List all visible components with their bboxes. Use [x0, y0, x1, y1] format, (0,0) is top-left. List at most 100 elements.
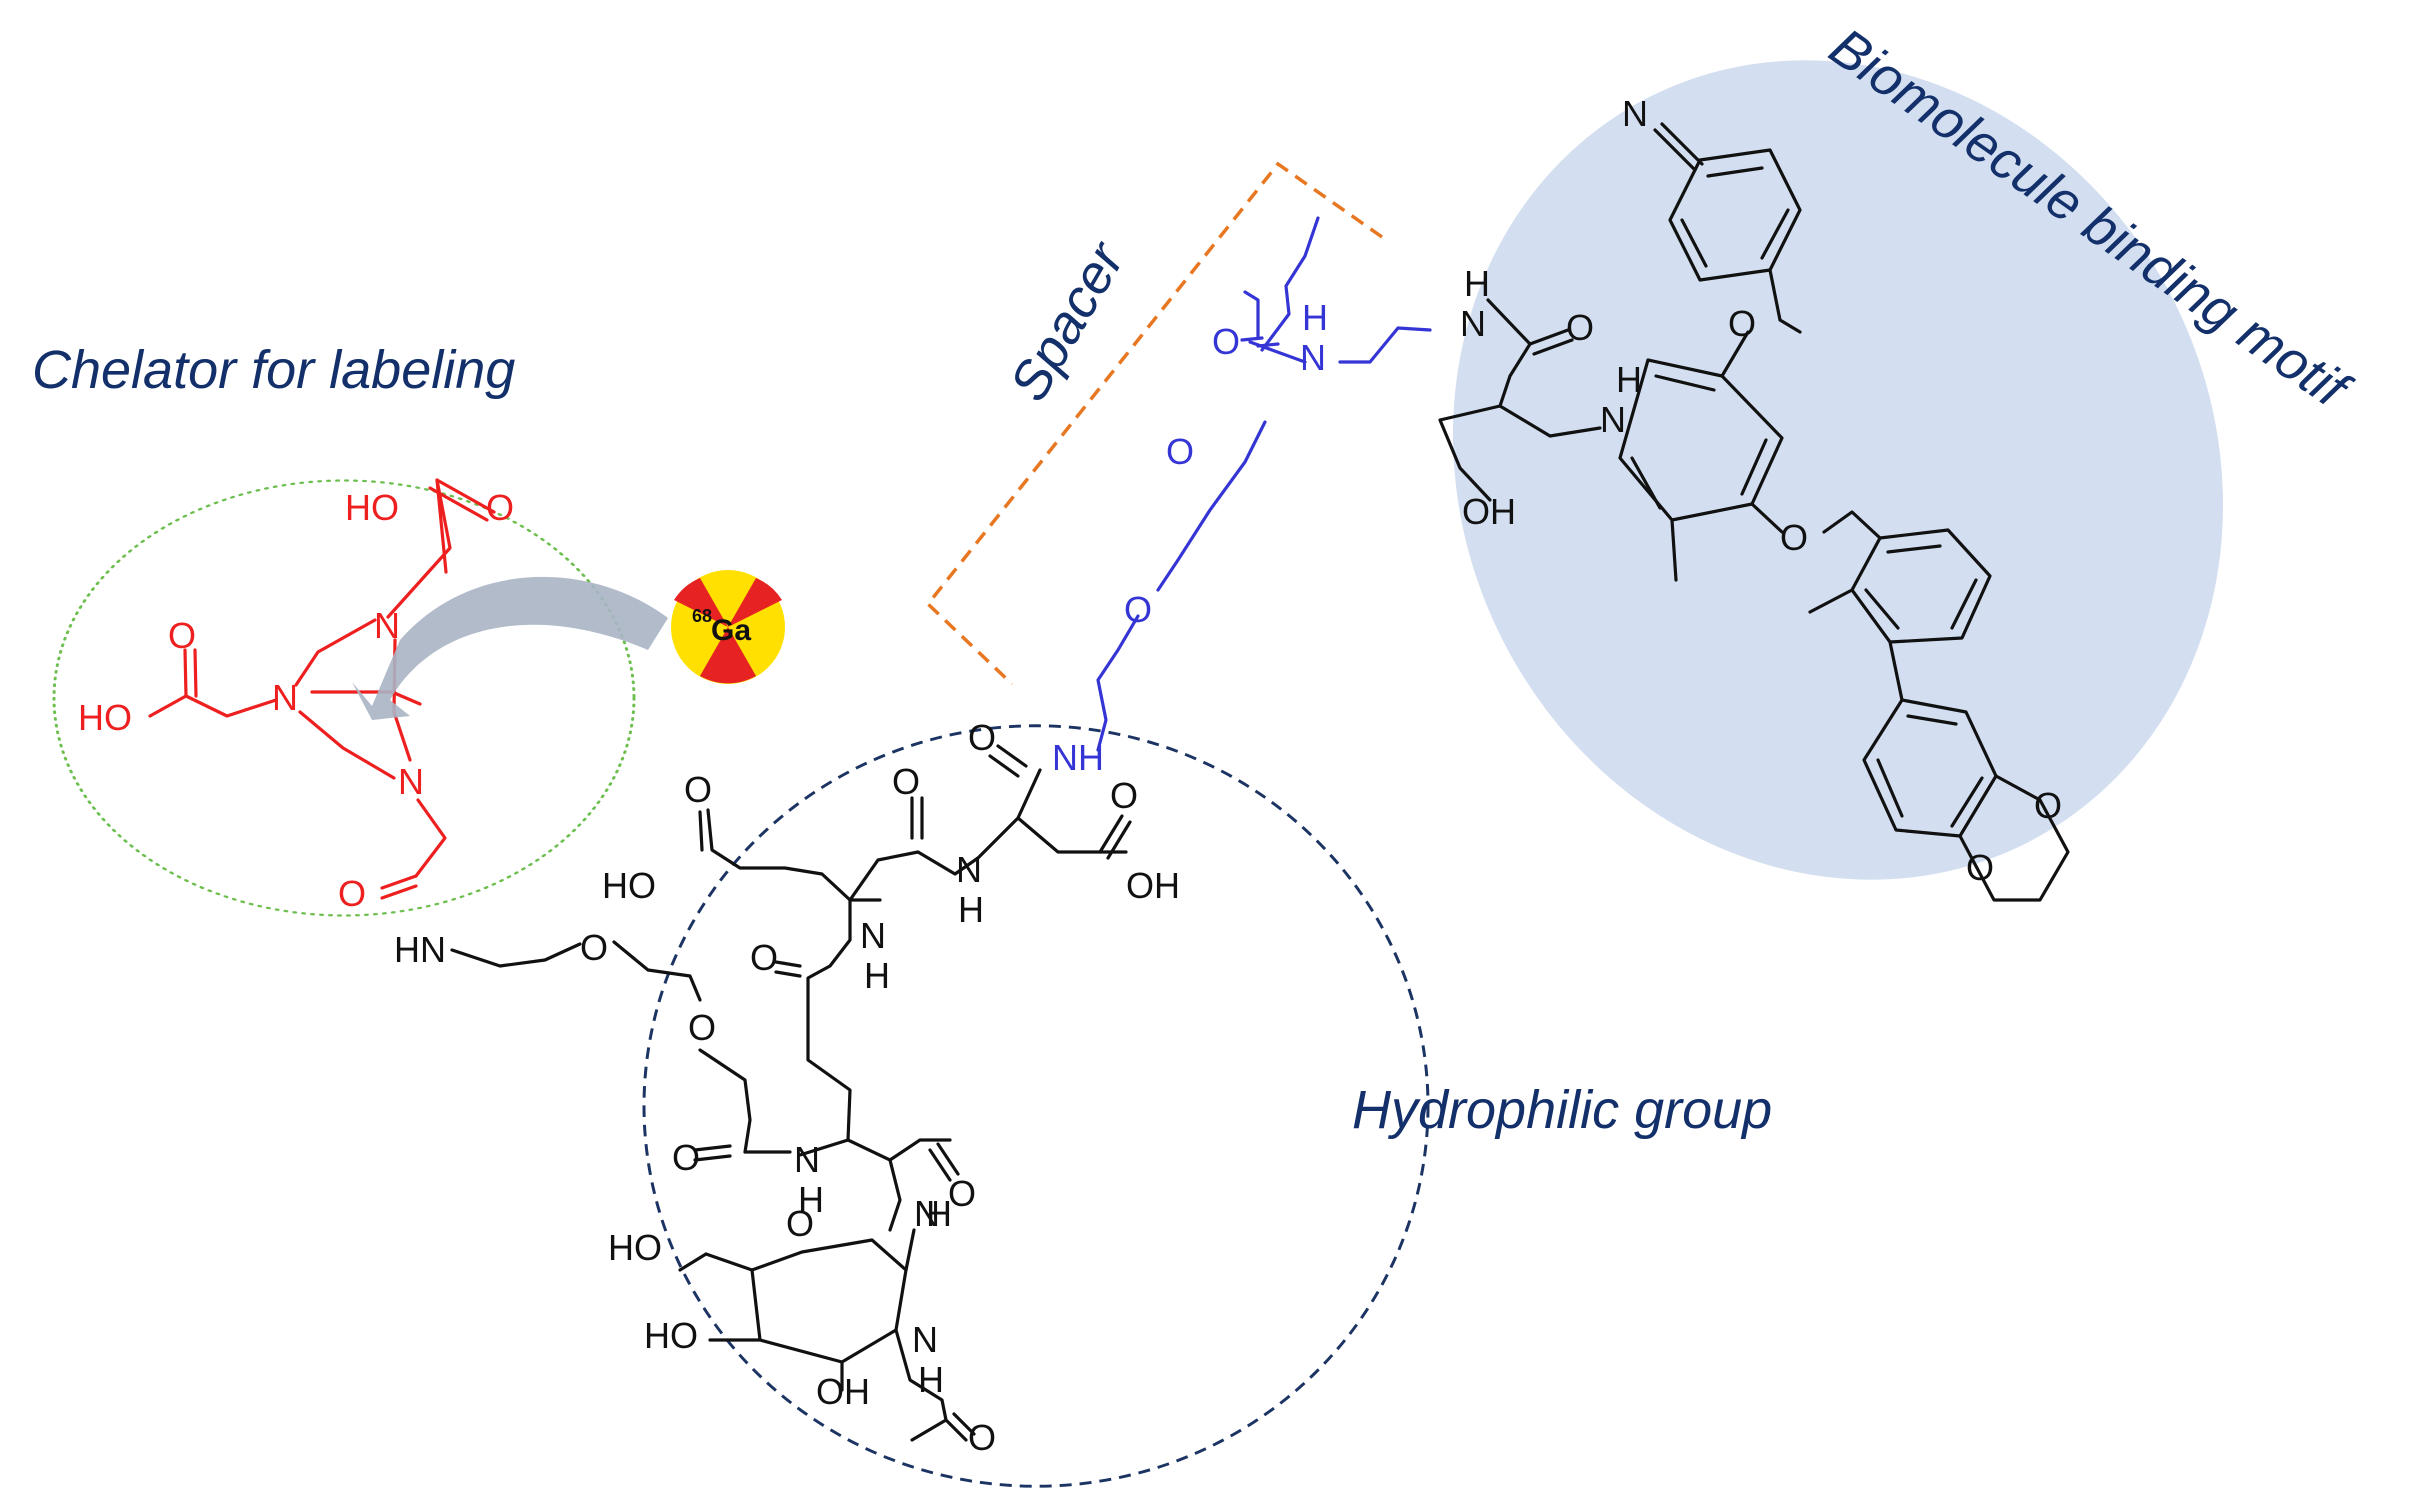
core-bond — [678, 1252, 708, 1272]
spacer-label: Spacer — [998, 231, 1137, 411]
radiation-blade — [700, 627, 756, 684]
core-atom: H — [958, 889, 984, 930]
binding-bond — [1498, 404, 1602, 438]
binding-bond — [1906, 714, 1958, 726]
binding-atoms: N H N O H N OH O O O O — [1460, 93, 2062, 888]
core-bond — [450, 942, 582, 968]
binding-atom: H — [1616, 359, 1642, 400]
chelator-atom: O — [168, 615, 196, 656]
core-bond — [612, 940, 702, 1002]
core-bond — [996, 744, 1028, 768]
spacer-bond — [1243, 290, 1260, 340]
radiation-blade — [674, 578, 728, 627]
core-bond — [848, 850, 920, 902]
binding-atom: O — [1966, 847, 1994, 888]
core-atom: O — [750, 937, 778, 978]
binding-atom: OH — [1462, 491, 1516, 532]
binding-bond — [1886, 544, 1942, 554]
binding-bond — [1864, 588, 1900, 630]
binding-atom: O — [2034, 785, 2062, 826]
core-atom: N — [914, 1193, 940, 1234]
binding-bond — [1654, 374, 1716, 392]
core-atom: H — [864, 955, 890, 996]
spacer-bracket — [925, 161, 1384, 686]
core-atom: H — [918, 1359, 944, 1400]
binding-atom: O — [1566, 307, 1594, 348]
binding-bond — [1670, 518, 1678, 582]
core-bond — [988, 754, 1020, 778]
core-atom: O — [688, 1007, 716, 1048]
spacer-bond — [1260, 216, 1320, 352]
core-bond — [704, 1252, 754, 1272]
core-bond — [774, 960, 802, 968]
spacer-bond — [1248, 340, 1307, 364]
core-bond — [936, 1142, 960, 1176]
spacer-structure — [1096, 216, 1432, 752]
chelator-atom: N — [374, 605, 400, 646]
binding-atom: O — [1780, 517, 1808, 558]
chelator-bond — [193, 648, 198, 698]
chelator-bond — [414, 798, 447, 878]
binding-bond — [1630, 456, 1662, 510]
chelator-bond — [148, 694, 188, 718]
core-bond — [904, 1228, 916, 1272]
core-atom: N — [912, 1319, 938, 1360]
core-bond — [698, 1048, 752, 1154]
core-bond — [846, 1138, 952, 1162]
spacer-atom: O — [1124, 589, 1152, 630]
chelator-atom: O — [486, 487, 514, 528]
binding-bond — [1740, 438, 1768, 496]
binding-bond — [1750, 502, 1784, 534]
spacer-atom: H — [1302, 297, 1328, 338]
core-bond — [706, 808, 882, 902]
core-bond — [693, 1154, 732, 1162]
isotope-mass: 68 — [692, 606, 712, 626]
chelator-bond — [386, 478, 452, 619]
labeling-arrow — [352, 576, 668, 720]
chelator-bond — [380, 874, 418, 890]
chelator-atoms: HO O N O HO N N O — [78, 487, 514, 914]
spacer-bond — [1156, 420, 1267, 592]
core-atom: N — [956, 849, 982, 890]
core-atom: N — [794, 1139, 820, 1180]
core-atom: O — [580, 927, 608, 968]
chelator-structure — [148, 478, 496, 900]
core-bond — [888, 1158, 902, 1232]
core-bond — [1098, 814, 1124, 854]
core-bond — [928, 1148, 952, 1182]
core-atom: O — [672, 1137, 700, 1178]
binding-bond — [1950, 578, 1978, 630]
core-atom: HO — [644, 1315, 698, 1356]
core-atom: O — [948, 1173, 976, 1214]
core-bond — [952, 1412, 976, 1436]
binding-bond — [1486, 298, 1532, 408]
binding-bond — [1706, 166, 1764, 178]
binding-bond — [1822, 510, 1882, 540]
binding-bond — [1653, 128, 1697, 172]
core-atom: O — [1110, 775, 1138, 816]
core-atoms: HN O O O O HO O N H O OH O N H O N H O H… — [394, 717, 1180, 1458]
binding-bond — [1958, 774, 2070, 902]
binding-motif-region — [1452, 60, 2224, 880]
core-atom: HN — [394, 929, 446, 970]
binding-atom: O — [1728, 303, 1756, 344]
chelator-bond — [435, 478, 496, 514]
binding-bond — [1888, 640, 1904, 702]
binding-bond — [1528, 328, 1570, 346]
core-atom: O — [968, 1417, 996, 1458]
binding-bond — [1760, 208, 1790, 260]
spacer-atom: O — [1212, 321, 1240, 362]
spacer-bond — [1338, 326, 1432, 364]
hydrophilic-circle — [642, 724, 1430, 1488]
chelator-atom: HO — [78, 697, 132, 738]
hydrophilic-label: Hydrophilic group — [1352, 1080, 1772, 1140]
binding-atom: N — [1460, 303, 1486, 344]
chelator-bond — [380, 884, 418, 900]
chelator-ring-bond — [298, 710, 396, 780]
binding-bond — [1876, 758, 1904, 818]
binding-bond — [1950, 776, 1984, 828]
core-atom: O — [786, 1203, 814, 1244]
core-atom: N — [860, 915, 886, 956]
